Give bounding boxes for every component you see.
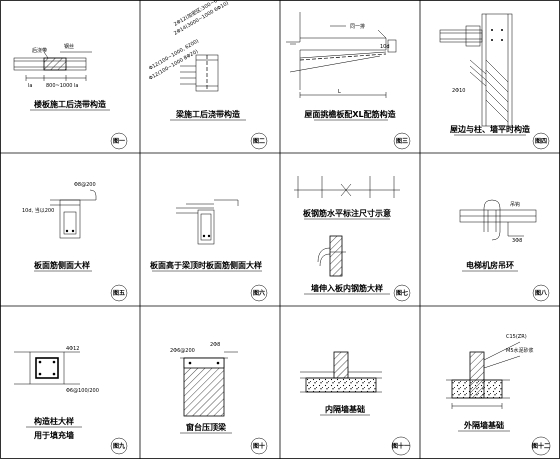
detail-title: 梁施工后浇带构造 bbox=[175, 109, 240, 119]
constructional-column-drawing bbox=[14, 351, 80, 385]
rebar-spacing-drawing bbox=[294, 176, 400, 198]
detail-title: 电梯机房吊环 bbox=[466, 260, 514, 270]
annotation-label: 2Φ10 bbox=[452, 88, 465, 94]
detail-number: 图九 bbox=[113, 442, 125, 450]
beam-section-drawing bbox=[180, 54, 219, 92]
annotation-label: 2Φ12(加密区:300~600) bbox=[173, 0, 226, 28]
lifting-hook-drawing bbox=[459, 199, 537, 241]
panel-7: 板钢筋水平标注尺寸示意 墙伸入板内钢筋大样 图七 bbox=[294, 176, 411, 302]
detail-title: 板面筋侧面大样 bbox=[34, 260, 90, 270]
annotation-label: 3Φ8 bbox=[512, 238, 522, 244]
raised-slab-edge-drawing bbox=[176, 199, 239, 245]
detail-title: 构造柱大样 bbox=[34, 416, 74, 426]
detail-number-circle bbox=[532, 284, 550, 302]
interior-wall-footing-drawing bbox=[300, 351, 382, 393]
annotation-label: Φ8@200 bbox=[74, 182, 96, 188]
detail-title: 屋面挑檐板配XL配筋构造 bbox=[304, 109, 395, 119]
panel-6: 板面高于梁顶时板面筋侧面大样 图六 bbox=[150, 199, 268, 302]
annotation-label: Φ6@100/200 bbox=[66, 388, 99, 394]
detail-number-circle bbox=[110, 284, 128, 302]
slab-edge-drawing bbox=[50, 189, 97, 239]
detail-title: 外隔墙基础 bbox=[464, 420, 504, 430]
detail-title: 屋边与柱、墙平时构造 bbox=[450, 124, 530, 134]
panel-10: 2Φ8 2Φ6@200 窗台压顶梁 图十 bbox=[170, 342, 268, 455]
detail-number: 图十二 bbox=[532, 442, 550, 450]
detail-number: 图五 bbox=[113, 289, 125, 297]
annotation-label: 同一排 bbox=[350, 23, 365, 30]
detail-number-circle bbox=[110, 437, 128, 455]
panel-8: 吊钩 3Φ8 电梯机房吊环 图八 bbox=[459, 199, 550, 302]
panel-5: Φ8@200 10d, 当以200 板面筋侧面大样 图五 bbox=[22, 182, 128, 302]
cantilever-slab-drawing bbox=[286, 12, 397, 98]
detail-number: 图三 bbox=[396, 137, 408, 145]
detail-number-circle bbox=[532, 132, 550, 150]
panel-11: 内隔墙基础 图十一 bbox=[300, 351, 411, 456]
detail-title: 板面高于梁顶时板面筋侧面大样 bbox=[150, 260, 262, 270]
slab-section-drawing bbox=[13, 51, 92, 81]
dimension-label: 800~1000 bbox=[46, 83, 72, 89]
detail-number-circle bbox=[531, 436, 551, 456]
detail-title: 窗台压顶梁 bbox=[186, 422, 227, 432]
annotation-label: 2Φ8 bbox=[210, 342, 220, 348]
dimension-label: L bbox=[338, 89, 341, 95]
detail-number-circle bbox=[250, 132, 268, 150]
annotation-label: C15(ZR) bbox=[506, 334, 527, 340]
panel-1: 后浇带 钢丝 800~1000 la la 楼板施工后浇带构造 图一 bbox=[13, 43, 128, 150]
detail-number: 图四 bbox=[535, 137, 547, 145]
annotation-label: 后浇带 bbox=[32, 47, 47, 54]
slab-wall-junction-drawing bbox=[439, 13, 513, 127]
detail-number: 图十一 bbox=[392, 442, 410, 450]
dimension-label: la bbox=[74, 83, 78, 89]
panel-2: 2Φ12(加密区:300~600) 2Φ14(3000~1000 6Φ10) Φ… bbox=[148, 0, 268, 150]
annotation-label: 2Φ6@200 bbox=[170, 348, 195, 354]
detail-number: 图一 bbox=[113, 137, 125, 145]
detail-number-circle bbox=[391, 436, 411, 456]
annotation-label: 钢丝 bbox=[64, 43, 74, 50]
panel-3: 同一排 10d L 屋面挑檐板配XL配筋构造 图三 bbox=[286, 12, 411, 150]
detail-title: 内隔墙基础 bbox=[325, 404, 365, 414]
dimension-label: la bbox=[28, 83, 32, 89]
detail-number: 图八 bbox=[535, 289, 548, 297]
detail-number: 图七 bbox=[396, 289, 408, 297]
detail-title: 楼板施工后浇带构造 bbox=[34, 99, 106, 109]
detail-number-circle bbox=[250, 284, 268, 302]
annotation-label: 4Φ12 bbox=[66, 346, 79, 352]
detail-number-circle bbox=[110, 132, 128, 150]
annotation-label: 吊钩 bbox=[510, 201, 520, 208]
wall-anchor-drawing bbox=[317, 235, 346, 277]
detail-number: 图十 bbox=[253, 442, 265, 450]
panel-12: C15(ZR) M5水泥砂浆 外隔墙基础 图十二 bbox=[446, 334, 551, 456]
panel-4: 2Φ10 屋边与柱、墙平时构造 图四 bbox=[439, 13, 550, 150]
annotation-label: M5水泥砂浆 bbox=[506, 347, 534, 354]
detail-title: 板钢筋水平标注尺寸示意 bbox=[303, 208, 391, 218]
detail-number-circle bbox=[250, 437, 268, 455]
detail-number: 图六 bbox=[253, 289, 265, 297]
sill-beam-drawing bbox=[180, 351, 238, 417]
detail-number: 图二 bbox=[253, 137, 265, 145]
panel-9: 4Φ12 Φ6@100/200 构造柱大样 用于填充墙 图九 bbox=[14, 346, 128, 455]
annotation-label: 10d, 当以200 bbox=[22, 207, 54, 214]
detail-subtitle: 墙伸入板内钢筋大样 bbox=[311, 283, 383, 293]
detail-number-circle bbox=[393, 132, 411, 150]
annotation-label: 10d bbox=[380, 44, 390, 50]
detail-number-circle bbox=[393, 284, 411, 302]
exterior-wall-footing-drawing bbox=[446, 341, 521, 409]
detail-subtitle: 用于填充墙 bbox=[33, 430, 74, 440]
